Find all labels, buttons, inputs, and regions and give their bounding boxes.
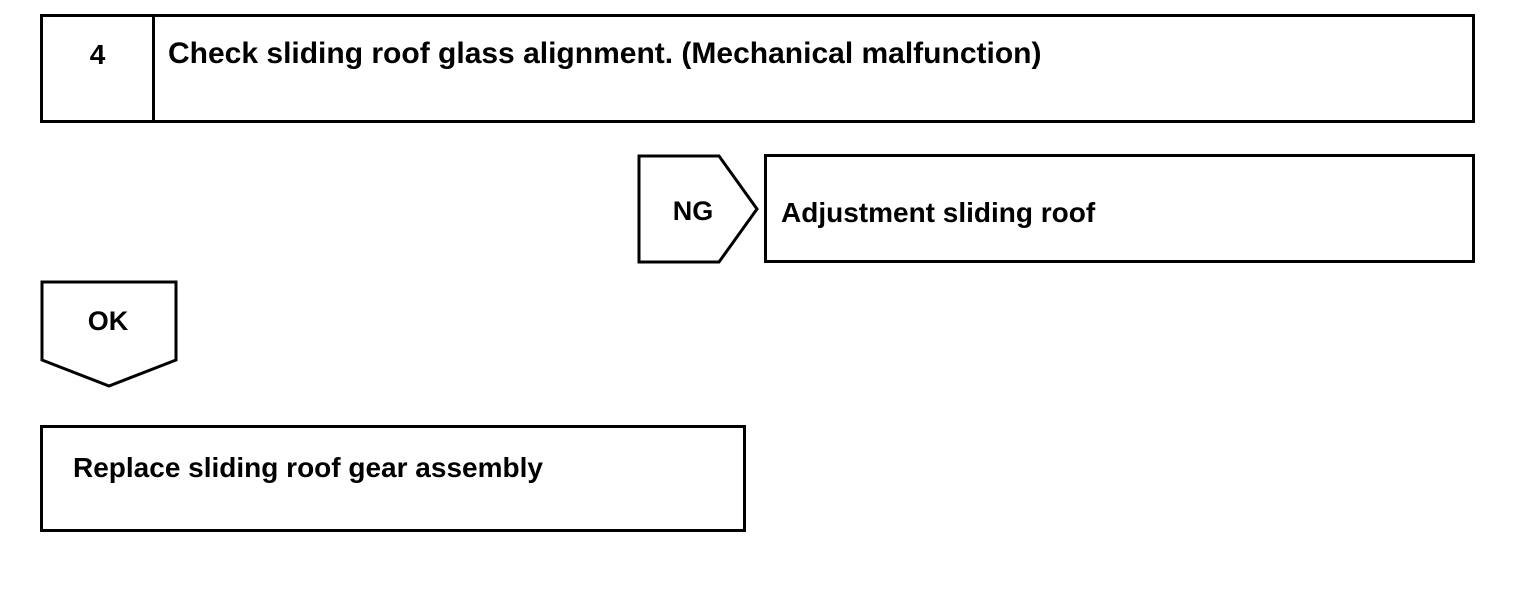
step-description: Check sliding roof glass alignment. (Mec… bbox=[168, 37, 1042, 70]
ng-arrow-tag bbox=[637, 154, 759, 264]
step-box: 4 Check sliding roof glass alignment. (M… bbox=[40, 14, 1475, 123]
ng-action-text: Adjustment sliding roof bbox=[781, 197, 1096, 228]
ng-action-box: Adjustment sliding roof bbox=[764, 154, 1475, 263]
ok-action-text: Replace sliding roof gear assembly bbox=[73, 452, 543, 483]
ok-action-box: Replace sliding roof gear assembly bbox=[40, 425, 746, 532]
step-number: 4 bbox=[89, 39, 106, 70]
ng-label: NG bbox=[672, 196, 714, 226]
ok-arrow-tag bbox=[40, 280, 178, 388]
step-number-cell: 4 bbox=[43, 17, 155, 120]
ok-label: OK bbox=[87, 306, 129, 336]
